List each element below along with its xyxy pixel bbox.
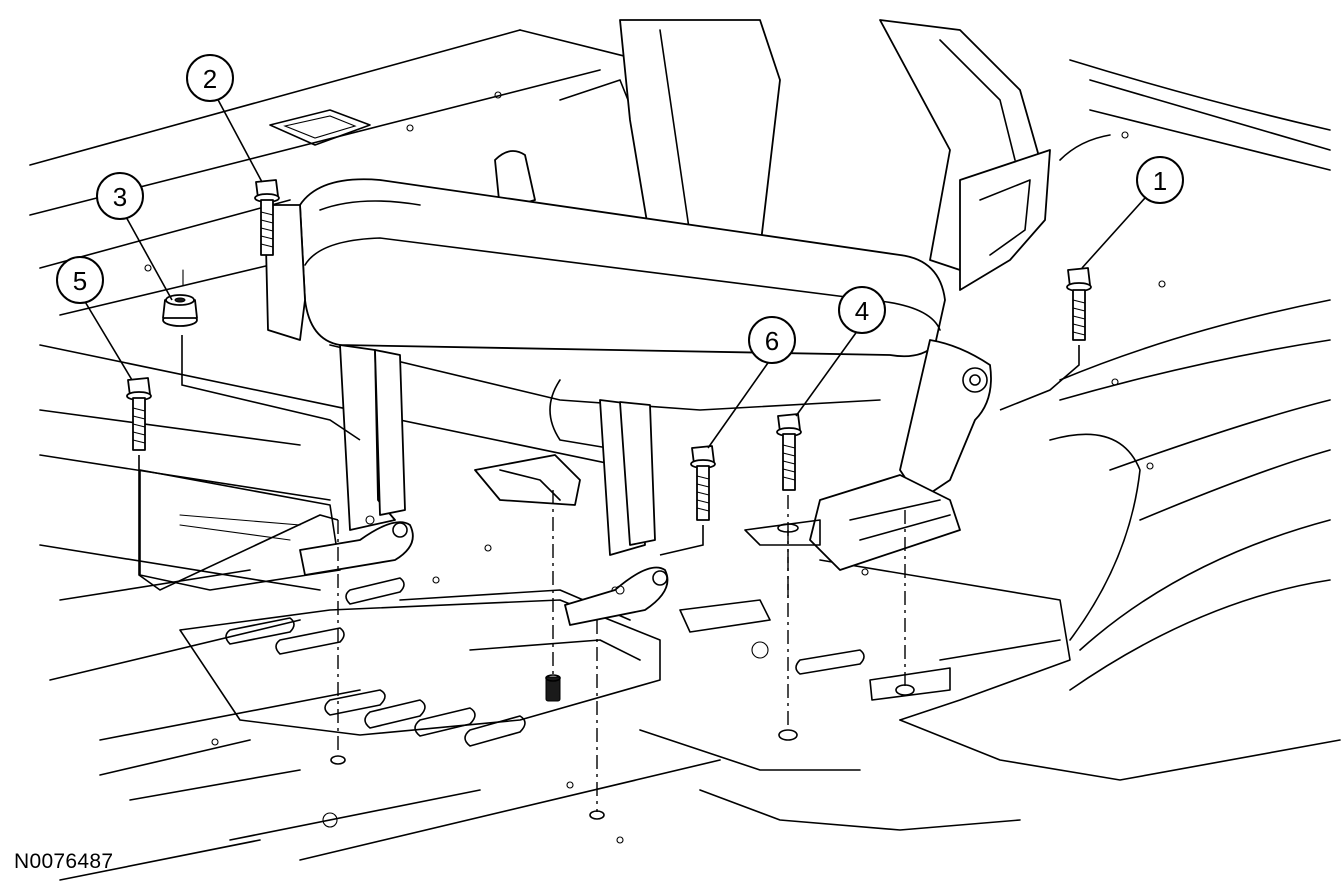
callout-2: 2	[186, 54, 234, 102]
callout-4: 4	[838, 286, 886, 334]
floor-pan	[29, 29, 1341, 881]
callout-5: 5	[56, 256, 104, 304]
install-center-lines	[337, 490, 906, 812]
bolt-5	[126, 377, 339, 591]
callout-1-number: 1	[1153, 166, 1167, 196]
bolt-4	[776, 413, 802, 491]
floor-holes	[144, 91, 1166, 844]
bolt-6	[659, 445, 716, 556]
figure-reference-code: N0076487	[14, 850, 114, 873]
callout-3: 3	[96, 172, 144, 220]
callout-1: 1	[1136, 156, 1184, 204]
callout-6: 6	[748, 316, 796, 364]
bolt-2	[254, 179, 280, 256]
bolt-1	[999, 267, 1092, 411]
callout-3-number: 3	[113, 182, 127, 212]
callout-4-number: 4	[855, 296, 869, 326]
seat-assembly	[264, 19, 1051, 626]
callout-6-number: 6	[765, 326, 779, 356]
callout-2-number: 2	[203, 64, 217, 94]
callout-5-number: 5	[73, 266, 87, 296]
nut-3	[162, 269, 361, 441]
callout-leaders	[83, 95, 1146, 449]
